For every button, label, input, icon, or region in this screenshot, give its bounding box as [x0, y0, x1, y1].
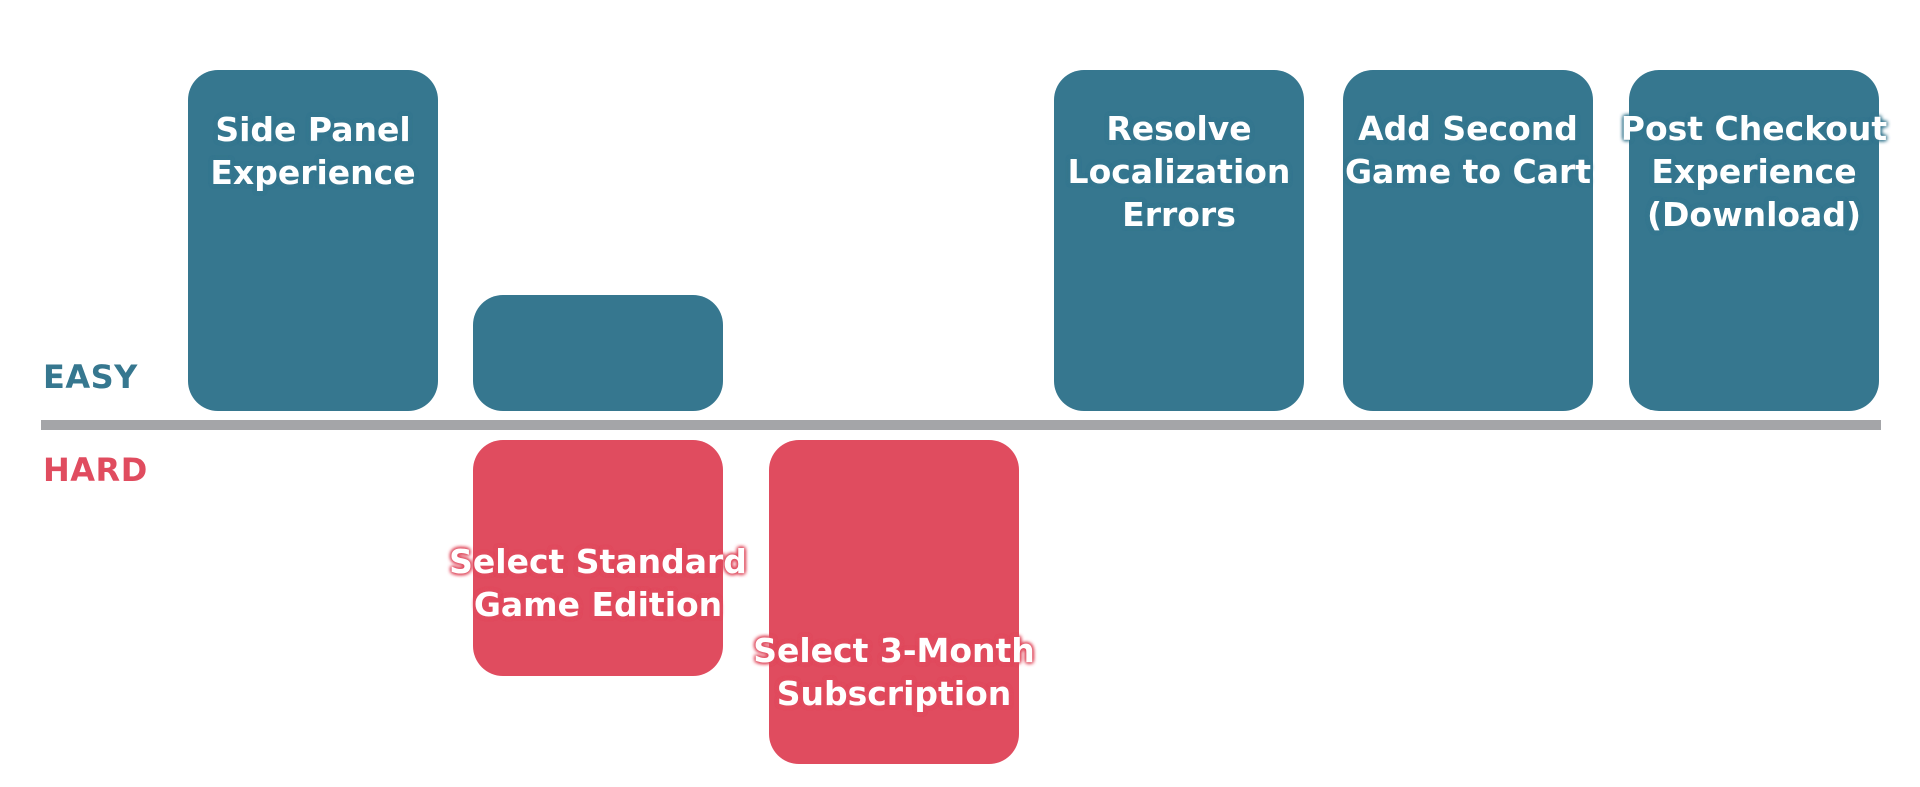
task-label-post-checkout: Post Checkout Experience (Download): [1620, 109, 1888, 234]
task-box-post-checkout: [1629, 70, 1879, 411]
task-label-resolve-localization: Resolve Localization Errors: [1067, 109, 1291, 234]
task-box-add-second-game: [1343, 70, 1593, 411]
task-box-select-standard-hard: [473, 440, 723, 676]
task-box-resolve-localization: [1054, 70, 1304, 411]
task-label-add-second-game: Add Second Game to Cart: [1344, 109, 1592, 191]
easy-row-label: EASY: [43, 358, 138, 396]
task-box-select-subscription: [769, 440, 1019, 764]
hard-row-label: HARD: [43, 451, 148, 489]
task-label-side-panel: Side Panel Experience: [210, 110, 416, 192]
task-box-side-panel: [188, 70, 438, 411]
baseline-divider: [41, 420, 1881, 430]
task-label-select-standard: Select Standard Game Edition: [449, 542, 747, 624]
task-box-select-standard-easy: [473, 295, 723, 411]
task-label-select-subscription: Select 3-Month Subscription: [753, 631, 1035, 713]
